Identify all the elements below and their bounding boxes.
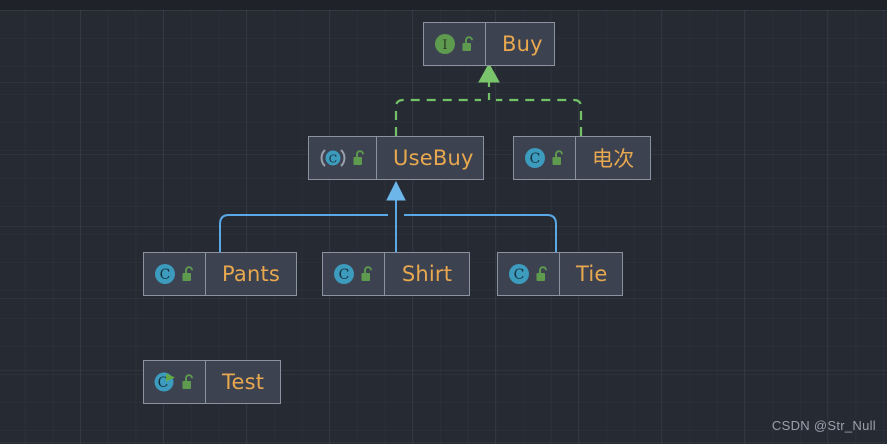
svg-text:C: C xyxy=(329,153,337,166)
node-buy[interactable]: I Buy xyxy=(423,22,555,66)
node-shirt-label: Shirt xyxy=(401,262,453,286)
node-buy-label: Buy xyxy=(502,32,543,56)
edge-usebuy-implements-buy xyxy=(394,98,481,136)
node-test[interactable]: C Test xyxy=(143,360,281,404)
node-shirt[interactable]: C Shirt xyxy=(322,252,470,296)
node-usebuy[interactable]: C UseBuy xyxy=(308,136,484,180)
class-c-icon: C xyxy=(155,264,175,284)
abstract-class-c-icon: C xyxy=(320,149,346,167)
node-dianci[interactable]: C 电次 xyxy=(513,136,651,180)
node-tie-icon-cell: C xyxy=(498,253,560,295)
class-c-icon: C xyxy=(334,264,354,284)
node-dianci-icon-cell: C xyxy=(514,137,576,179)
arrowhead-extends-usebuy xyxy=(386,180,406,201)
arrowhead-implements-buy xyxy=(478,62,500,83)
svg-text:C: C xyxy=(158,375,169,391)
node-pants-label: Pants xyxy=(222,262,281,286)
canvas-top-strip xyxy=(0,0,887,10)
svg-text:C: C xyxy=(530,151,541,167)
node-test-icon-cell: C xyxy=(144,361,206,403)
unlocked-padlock-icon xyxy=(462,35,473,51)
node-shirt-icon-cell: C xyxy=(323,253,385,295)
unlocked-padlock-icon xyxy=(552,149,563,165)
node-pants[interactable]: C Pants xyxy=(143,252,297,296)
class-c-icon: C xyxy=(509,264,529,284)
unlocked-padlock-icon xyxy=(536,265,547,281)
edge-pants-extends-usebuy xyxy=(219,214,388,252)
node-usebuy-icon-cell: C xyxy=(309,137,377,179)
node-test-label: Test xyxy=(222,370,265,394)
watermark-text: CSDN @Str_Null xyxy=(771,418,876,433)
node-buy-icon-cell: I xyxy=(424,23,486,65)
node-tie-label: Tie xyxy=(576,262,608,286)
edge-tie-extends-usebuy xyxy=(404,214,557,252)
svg-text:C: C xyxy=(514,267,525,283)
node-dianci-label: 电次 xyxy=(592,147,635,171)
svg-text:I: I xyxy=(442,38,447,53)
node-tie[interactable]: C Tie xyxy=(497,252,623,296)
class-c-icon: C xyxy=(525,148,545,168)
class-c-run-icon: C xyxy=(154,372,175,392)
edge-dianci-implements-buy xyxy=(496,98,583,136)
node-usebuy-label: UseBuy xyxy=(393,146,474,170)
unlocked-padlock-icon xyxy=(353,149,364,165)
svg-text:C: C xyxy=(160,267,171,283)
unlocked-padlock-icon xyxy=(182,373,193,389)
edge-extends-group xyxy=(219,180,557,252)
svg-text:C: C xyxy=(339,267,350,283)
interface-i-icon: I xyxy=(435,34,455,54)
node-pants-icon-cell: C xyxy=(144,253,206,295)
edge-implements-group xyxy=(394,62,583,136)
unlocked-padlock-icon xyxy=(361,265,372,281)
unlocked-padlock-icon xyxy=(182,265,193,281)
